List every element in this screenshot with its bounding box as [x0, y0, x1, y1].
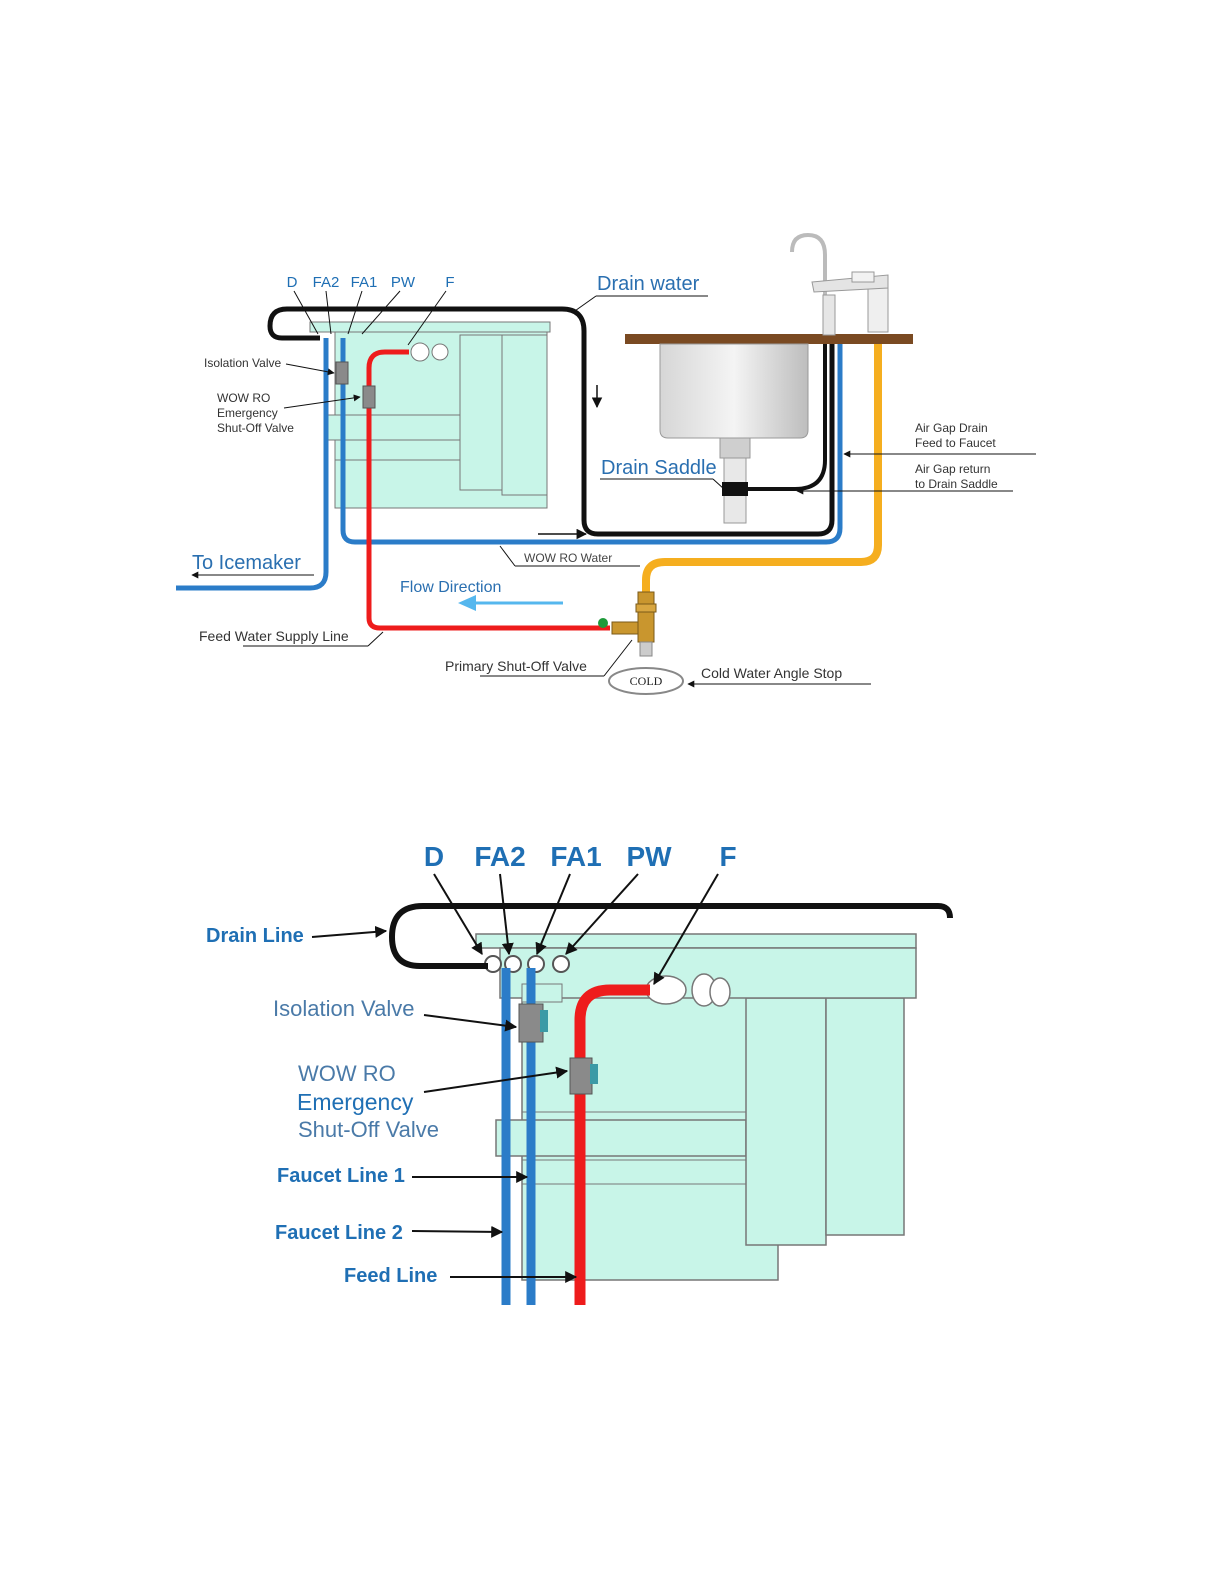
ro-unit-bottom	[475, 933, 917, 1281]
primary-shutoff-valve-top	[598, 591, 657, 657]
drain-saddle-leader	[712, 478, 725, 490]
air-gap-return-label-2: to Drain Saddle	[915, 477, 998, 491]
port-label-f-top: F	[445, 274, 454, 291]
isolation-valve-label-top: Isolation Valve	[204, 356, 281, 370]
sink	[625, 334, 913, 524]
to-icemaker-label: To Icemaker	[192, 552, 301, 574]
emergency-valve-top	[362, 385, 376, 409]
wow-ro-water-leader	[499, 545, 516, 567]
port-label-pw-bottom: PW	[626, 841, 672, 872]
port-leader-lines-top	[293, 290, 447, 346]
feed-supply-label: Feed Water Supply Line	[199, 628, 349, 644]
air-gap-feed-line	[642, 344, 882, 592]
isolation-valve-leader-top	[285, 363, 335, 376]
feed-water-line-top	[366, 349, 610, 631]
feed-line-bottom	[574, 984, 650, 1305]
faucet-line-2-label: Faucet Line 2	[275, 1222, 403, 1244]
drain-saddle-label: Drain Saddle	[601, 457, 717, 479]
bottom-diagram: D FA2 FA1 PW F Drain Line Isolation Valv…	[206, 841, 953, 1305]
flow-direction-arrowhead	[458, 595, 476, 611]
faucet-line-1-label: Faucet Line 1	[277, 1165, 405, 1187]
isolation-valve-label-bottom: Isolation Valve	[273, 996, 414, 1021]
wow-ro-water-line	[340, 338, 843, 545]
air-gap-return-label-1: Air Gap return	[915, 462, 990, 476]
angle-stop-label: Cold Water Angle Stop	[701, 665, 842, 681]
ro-unit-top	[309, 321, 551, 509]
feed-line-label: Feed Line	[344, 1265, 437, 1287]
port-label-fa1-bottom: FA1	[550, 841, 601, 872]
kitchen-faucet	[811, 271, 889, 333]
drain-line-label: Drain Line	[206, 925, 304, 947]
faucet-line-2-leader	[411, 1225, 504, 1238]
icemaker-line	[176, 338, 329, 591]
flow-direction-label: Flow Direction	[400, 579, 501, 596]
port-label-fa1-top: FA1	[351, 274, 378, 291]
drain-water-label: Drain water	[597, 273, 700, 295]
primary-shutoff-leader	[603, 639, 633, 677]
port-label-fa2-top: FA2	[313, 274, 340, 291]
air-gap-return-line	[748, 344, 827, 491]
cold-water-stop-oval	[608, 667, 684, 695]
isolation-valve-leader-bottom	[423, 1014, 518, 1032]
emergency-leader-bottom	[423, 1066, 569, 1093]
port-label-f-bottom: F	[719, 841, 736, 872]
emergency-label-2-top: Emergency	[217, 406, 278, 420]
drain-line-leader	[311, 925, 388, 938]
emergency-label-1-top: WOW RO	[217, 391, 270, 405]
port-label-d-bottom: D	[424, 841, 444, 872]
wow-ro-water-label: WOW RO Water	[524, 551, 612, 565]
top-diagram: COLD D FA2 FA1 PW F Drain water Isolatio…	[176, 232, 1036, 695]
air-gap-drain-label-1: Air Gap Drain	[915, 421, 988, 435]
emergency-label-3-bottom: Shut-Off Valve	[298, 1117, 439, 1142]
emergency-leader-top	[283, 394, 361, 409]
primary-shutoff-label: Primary Shut-Off Valve	[445, 658, 587, 674]
cold-label: COLD	[630, 674, 663, 688]
emergency-label-3-top: Shut-Off Valve	[217, 421, 294, 435]
port-label-fa2-bottom: FA2	[474, 841, 525, 872]
emergency-valve-bottom	[569, 1057, 598, 1095]
air-gap-drain-label-2: Feed to Faucet	[915, 436, 996, 450]
drain-water-leader	[571, 295, 597, 314]
feed-supply-leader	[367, 631, 384, 647]
emergency-label-2-bottom: Emergency	[297, 1089, 414, 1115]
port-leader-lines-bottom	[433, 873, 719, 986]
drain-line-bottom	[388, 903, 953, 969]
drain-line-top	[267, 306, 835, 537]
isolation-valve-top	[335, 361, 349, 385]
port-label-pw-top: PW	[391, 274, 416, 291]
emergency-label-1-bottom: WOW RO	[298, 1061, 396, 1086]
ro-faucet	[790, 232, 836, 336]
isolation-valve-bottom	[518, 1003, 548, 1043]
port-label-d-top: D	[287, 274, 298, 291]
